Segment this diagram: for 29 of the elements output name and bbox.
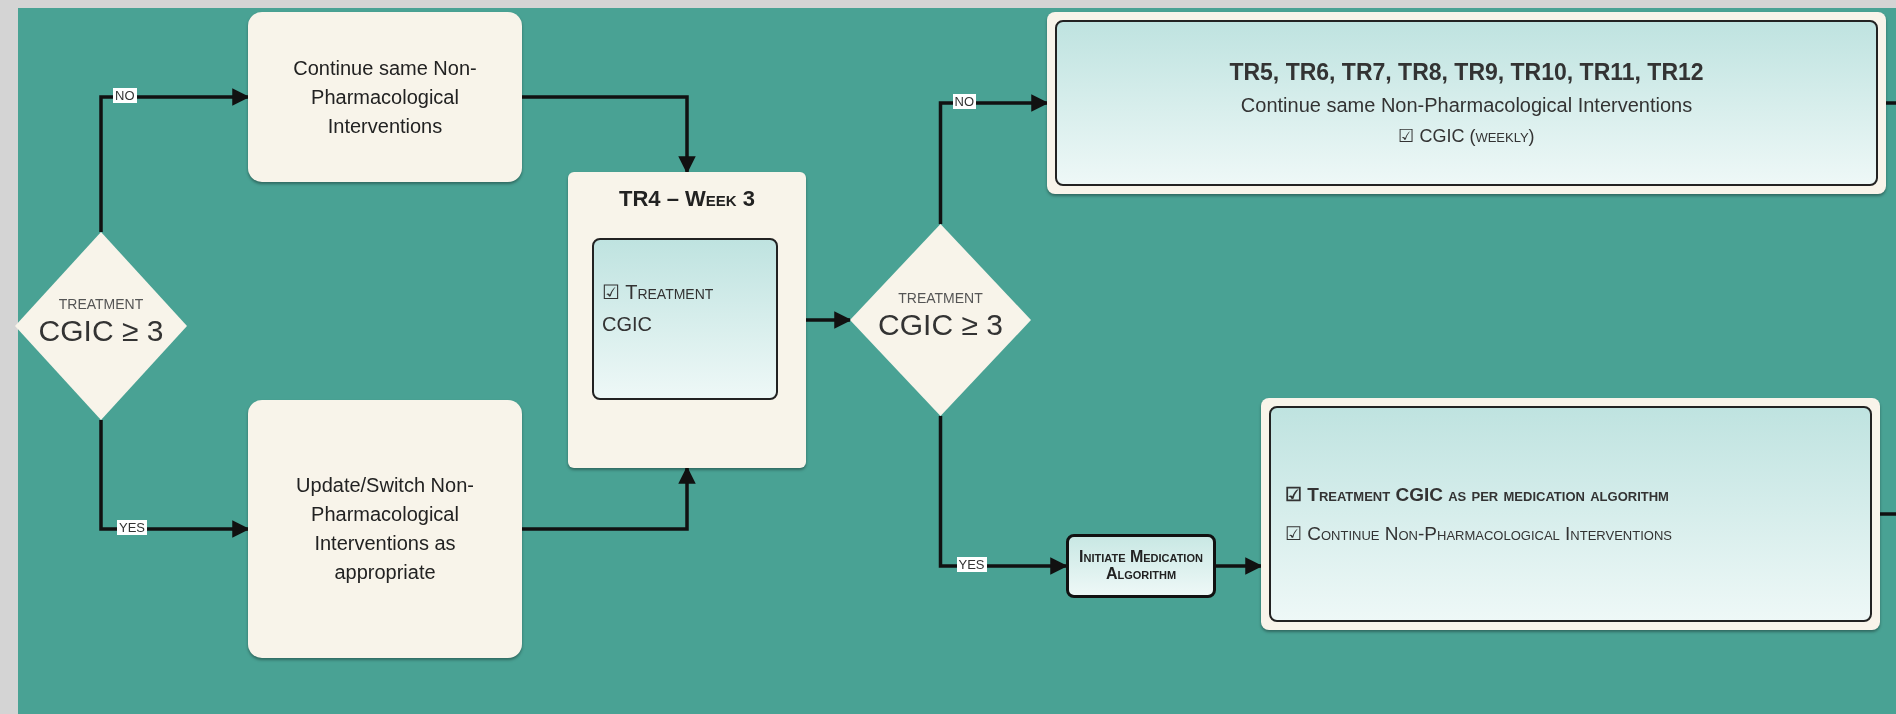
edge-label: YES [956, 557, 987, 572]
checklist-item: ☑ CGIC (weekly) [1398, 125, 1535, 147]
checklist-item: Continue same Non-Pharmacological Interventions [1240, 94, 1693, 117]
edge-label: NO [113, 88, 137, 103]
checklist-item: ☑ Treatment CGIC as per medication algorithm [1285, 483, 1669, 506]
condition-text: CGIC ≥ 3 [878, 308, 1003, 342]
checklist-item: ☑ Continue Non-Pharmacological Interventions [1285, 522, 1672, 545]
process-box: Continue same Non-Pharmacological Interventions [248, 12, 522, 182]
step-card [568, 172, 806, 468]
arrow [938, 94, 1049, 224]
arrow [99, 420, 250, 538]
process-box: Update/Switch Non-Pharmacological Interventions as appropriate [248, 400, 522, 658]
decision-diamond [850, 224, 1031, 416]
edge-label: NO [952, 94, 976, 109]
action-box: Initiate Medication Algorithm [1066, 534, 1216, 598]
condition-label: TREATMENT [58, 296, 144, 312]
arrow [522, 95, 696, 174]
decision-diamond [15, 232, 187, 420]
arrow [806, 311, 852, 329]
arrow [1216, 557, 1263, 575]
condition-label: TREATMENT [898, 290, 983, 306]
card-title: TR5, TR6, TR7, TR8, TR9, TR10, TR11, TR12 [1229, 59, 1704, 86]
arrow [938, 416, 1068, 575]
card-title: TR4 – Week 3 [618, 186, 756, 212]
checklist-panel: ☑ Treatment CGIC [592, 238, 778, 400]
edge-label: YES [117, 520, 147, 535]
arrow [99, 88, 250, 232]
condition-text: CGIC ≥ 3 [38, 314, 164, 348]
arrow [522, 466, 696, 531]
